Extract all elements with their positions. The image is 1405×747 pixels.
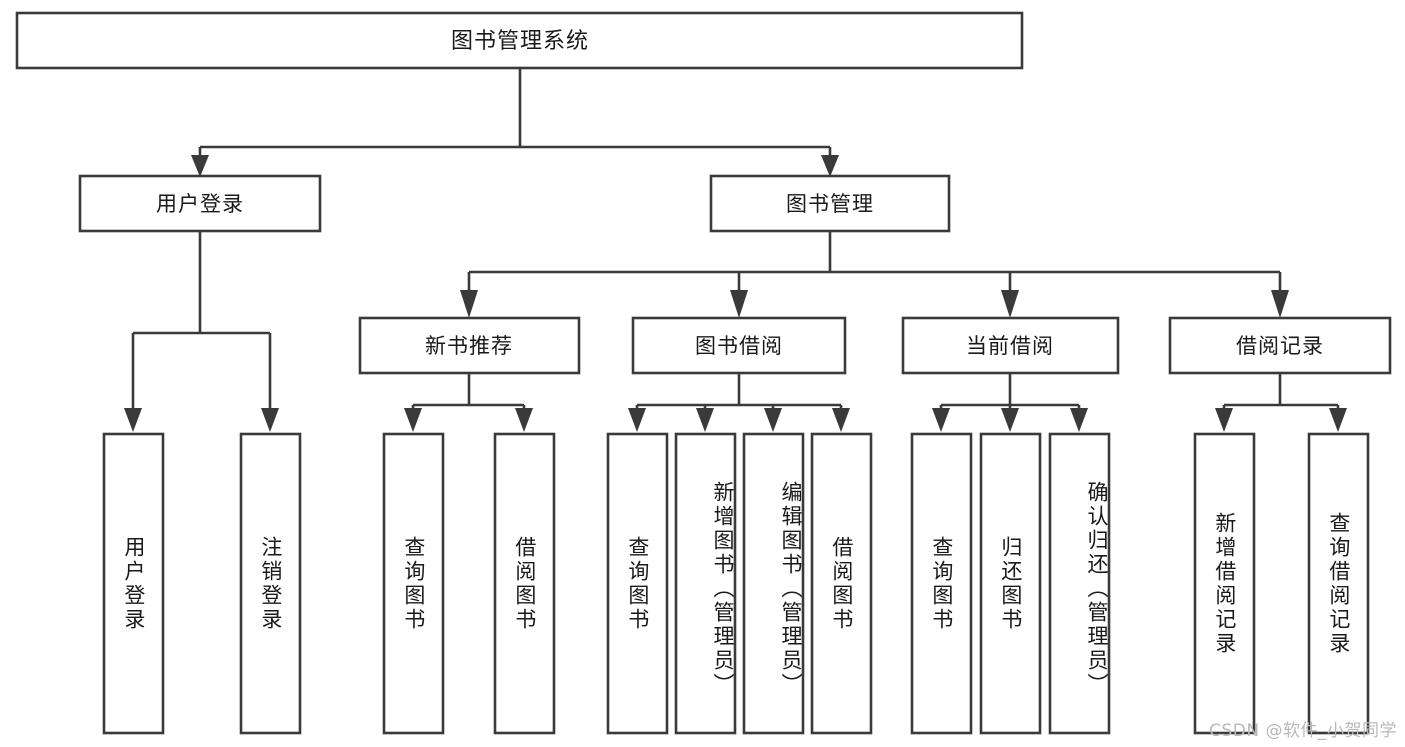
arrow-head-user-login — [191, 155, 209, 177]
connector-group-root-to-level2 — [191, 68, 839, 177]
arrow-head-leaf-logout — [261, 408, 279, 432]
node-book-borrow-label: 图书借阅 — [695, 334, 783, 358]
node-leaf-return-book[interactable] — [979, 432, 1042, 735]
arrow-head-leaf-query-book-1 — [404, 408, 422, 432]
csdn-watermark: CSDN @软件_小贺同学 — [1209, 721, 1397, 741]
arrow-head-leaf-query-book-3 — [932, 408, 950, 432]
node-leaf-add-record[interactable] — [1193, 432, 1256, 735]
connector-group-userlogin-to-leaves — [124, 231, 279, 432]
node-user-login-label: 用户登录 — [156, 192, 244, 216]
node-current-borrow[interactable]: 当前借阅 — [901, 316, 1120, 375]
arrow-head-leaf-user-login — [124, 408, 142, 432]
connector-group-currentborrow-to-leaves — [932, 373, 1088, 432]
node-leaf-borrow-book-2[interactable] — [810, 432, 873, 735]
node-current-borrow-label: 当前借阅 — [966, 334, 1054, 358]
node-leaf-logout[interactable] — [239, 432, 302, 735]
arrow-head-borrow-record — [1271, 290, 1289, 318]
connector-group-newbook-to-leaves — [404, 373, 533, 432]
arrow-head-leaf-add-book — [696, 408, 714, 432]
node-root-rect[interactable] — [15, 11, 1024, 70]
arrow-head-leaf-borrow-book-2 — [832, 408, 850, 432]
node-leaf-user-login[interactable] — [102, 432, 165, 735]
arrow-head-new-book-recommend — [460, 290, 478, 318]
node-book-borrow[interactable]: 图书借阅 — [631, 316, 847, 375]
node-leaf-query-book-3[interactable] — [910, 432, 973, 735]
node-leaf-confirm-return[interactable] — [1048, 432, 1111, 735]
node-book-borrow-rect[interactable] — [631, 316, 847, 375]
node-current-borrow-rect[interactable] — [901, 316, 1120, 375]
node-leaf-edit-book[interactable] — [742, 432, 805, 735]
arrow-head-book-manage — [821, 155, 839, 177]
node-user-login[interactable]: 用户登录 — [78, 174, 322, 233]
node-borrow-record-label: 借阅记录 — [1236, 334, 1324, 358]
connector-group-bookborrow-to-leaves — [628, 373, 850, 432]
arrow-head-leaf-query-book-2 — [628, 408, 646, 432]
arrow-head-leaf-query-record — [1329, 408, 1347, 432]
node-book-manage[interactable]: 图书管理 — [709, 174, 951, 233]
arrow-head-current-borrow — [1001, 290, 1019, 318]
node-borrow-record-rect[interactable] — [1168, 316, 1392, 375]
node-user-login-rect[interactable] — [78, 174, 322, 233]
connector-group-bookmanage-to-level3 — [460, 231, 1289, 318]
node-leaf-query-book-2[interactable] — [606, 432, 669, 735]
arrow-head-leaf-edit-book — [764, 408, 782, 432]
node-new-book-recommend-rect[interactable] — [358, 316, 581, 375]
node-leaf-borrow-book-1[interactable] — [493, 432, 556, 735]
connector-group-borrowrecord-to-leaves — [1215, 373, 1347, 432]
arrow-head-leaf-borrow-book-1 — [515, 408, 533, 432]
node-borrow-record[interactable]: 借阅记录 — [1168, 316, 1392, 375]
arrow-head-leaf-add-record — [1215, 408, 1233, 432]
arrow-head-leaf-confirm-return — [1070, 408, 1088, 432]
node-root[interactable]: 图书管理系统 — [15, 11, 1024, 70]
node-new-book-recommend[interactable]: 新书推荐 — [358, 316, 581, 375]
arrow-head-leaf-return-book — [1001, 408, 1019, 432]
node-root-label: 图书管理系统 — [451, 29, 589, 54]
node-book-manage-rect[interactable] — [709, 174, 951, 233]
node-new-book-recommend-label: 新书推荐 — [425, 334, 513, 358]
node-leaf-query-book-1[interactable] — [382, 432, 445, 735]
arrow-head-book-borrow — [730, 290, 748, 318]
node-leaf-query-record[interactable] — [1307, 432, 1370, 735]
node-book-manage-label: 图书管理 — [786, 192, 874, 216]
node-leaf-add-book[interactable] — [674, 432, 737, 735]
